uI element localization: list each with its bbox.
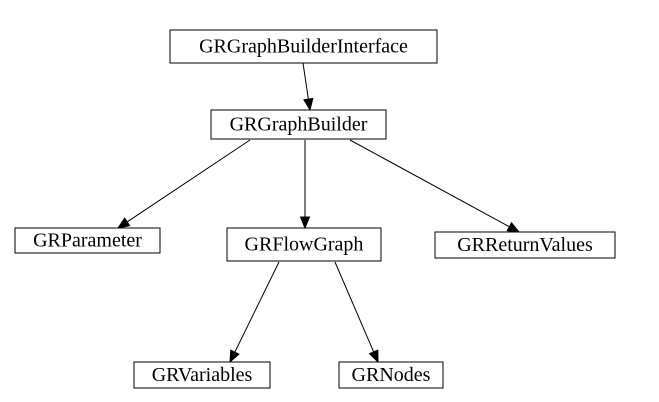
arrowhead-icon [116, 217, 131, 229]
node-grgraphbuilder[interactable]: GRGraphBuilder [210, 109, 387, 140]
node-grnodes[interactable]: GRNodes [338, 361, 444, 389]
edge-flowgraph-to-nodes [334, 261, 379, 364]
arrowhead-icon [368, 349, 379, 364]
edge-line [302, 62, 309, 100]
edge-line [126, 139, 251, 223]
arrowhead-icon [506, 221, 521, 233]
edge-line [349, 139, 510, 228]
node-label-grparameter: GRParameter [33, 230, 142, 252]
node-label-grflowgraph: GRFlowGraph [245, 234, 364, 256]
node-grreturnvalues[interactable]: GRReturnValues [434, 231, 616, 259]
node-label-grgraphbuilderinterface: GRGraphBuilderInterface [199, 36, 408, 58]
edge-line [234, 261, 280, 353]
node-grparameter[interactable]: GRParameter [14, 227, 161, 254]
arrowhead-icon [299, 216, 311, 230]
node-label-grreturnvalues: GRReturnValues [457, 234, 593, 256]
node-grflowgraph[interactable]: GRFlowGraph [226, 227, 382, 262]
edge-line [334, 261, 375, 353]
edge-builder-to-flowgraph [299, 140, 311, 230]
edges [116, 62, 521, 364]
edge-builder-to-parameter [116, 139, 251, 229]
edge-builder-to-returnvalues [349, 139, 521, 233]
node-grvariables[interactable]: GRVariables [133, 361, 271, 389]
node-label-grnodes: GRNodes [352, 364, 431, 386]
edge-interface-to-builder [302, 62, 314, 112]
nodes: GRGraphBuilderInterface GRGraphBuilder G… [14, 29, 616, 389]
arrowhead-icon [229, 349, 240, 364]
node-grgraphbuilderinterface[interactable]: GRGraphBuilderInterface [169, 29, 438, 64]
edge-flowgraph-to-variables [229, 261, 280, 364]
node-label-grvariables: GRVariables [152, 364, 253, 386]
node-label-grgraphbuilder: GRGraphBuilder [230, 114, 368, 136]
arrowhead-icon [303, 97, 314, 112]
